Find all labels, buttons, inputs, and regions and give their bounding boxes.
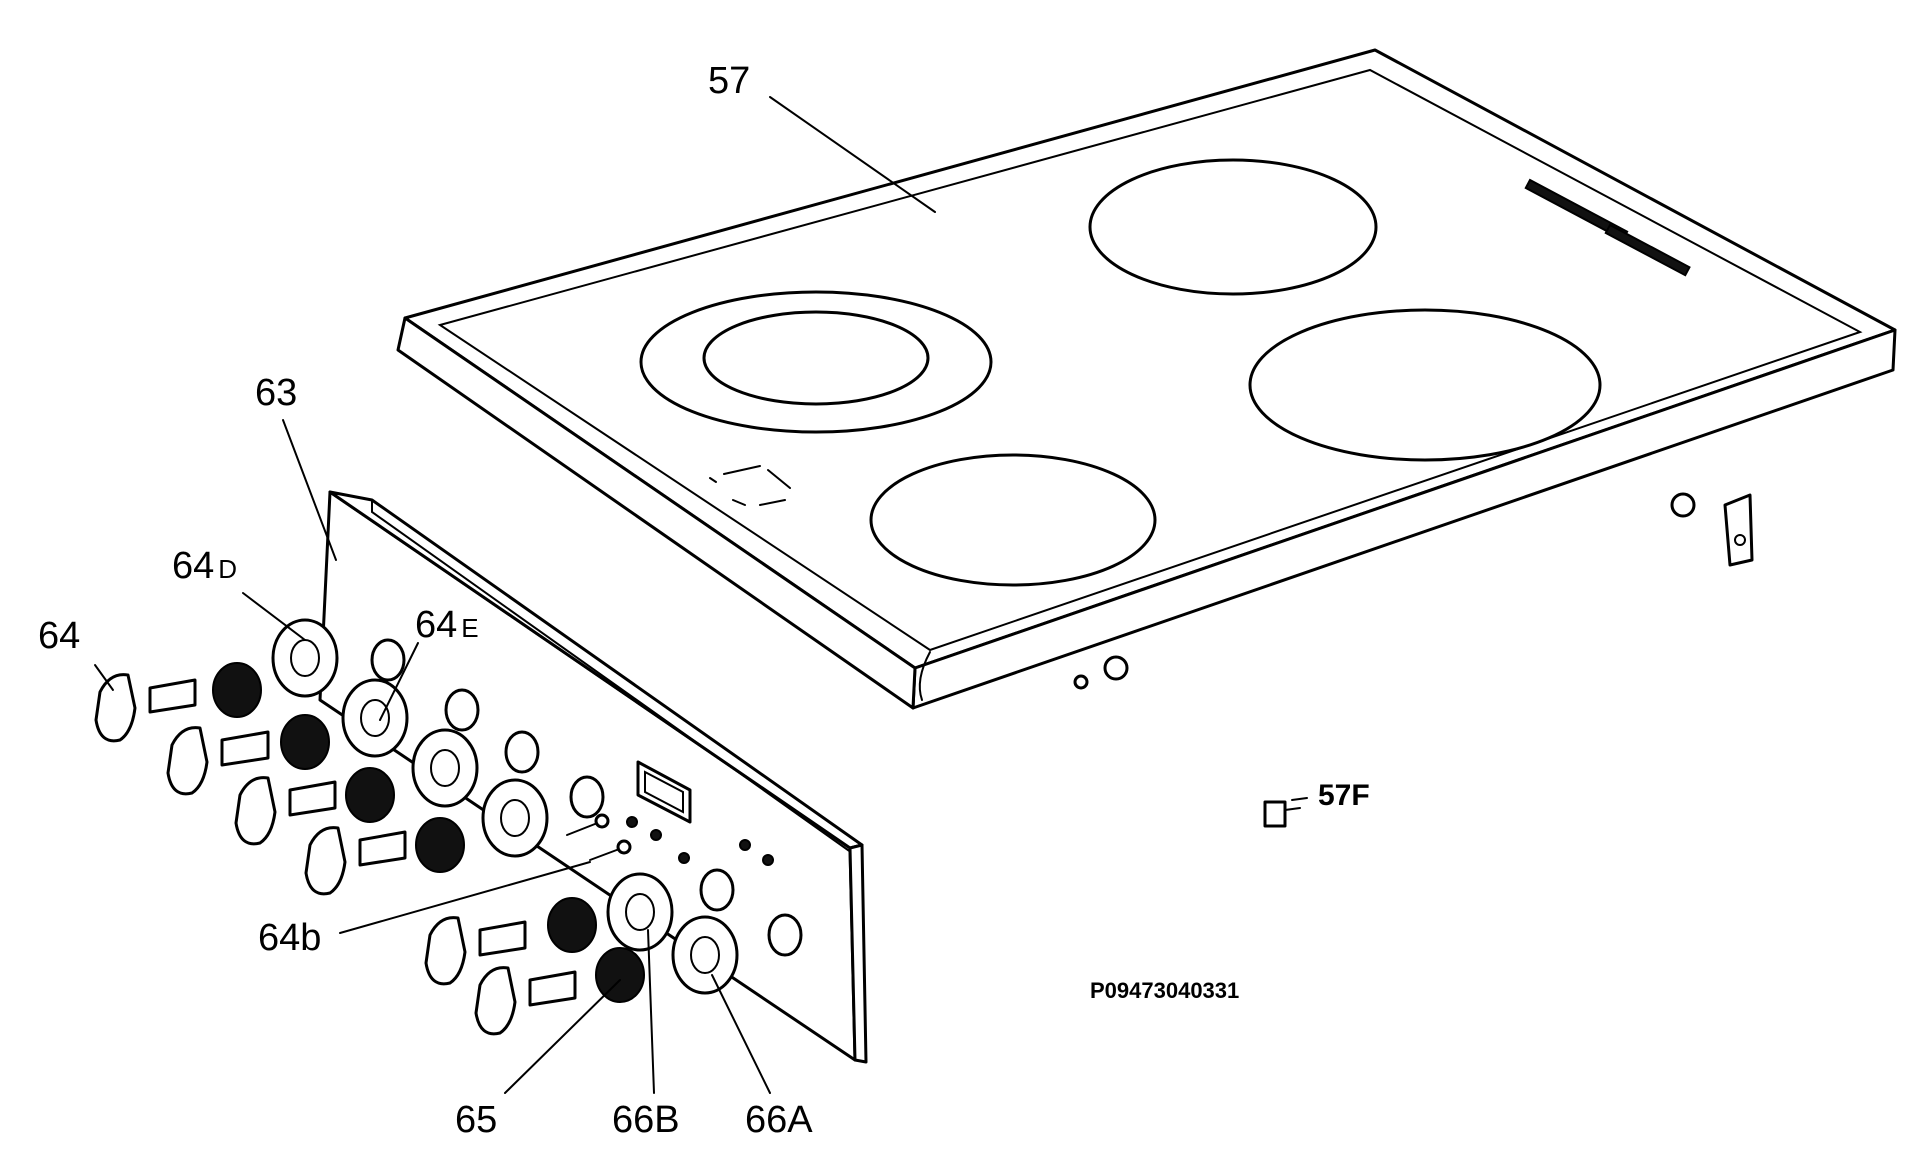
label-64b: 64b: [258, 917, 321, 959]
leader-64e: [379, 642, 419, 721]
ceramic-hob-top: [396, 48, 1897, 710]
hob-hole: [1670, 492, 1696, 518]
hob-hole: [1073, 674, 1089, 690]
knob: [304, 826, 407, 896]
panel-boss: [504, 730, 540, 774]
panel-boss: [370, 638, 406, 682]
indicator-lamp: [626, 816, 638, 828]
leader-57: [769, 96, 936, 213]
cooking-zone-dual-inner: [702, 310, 930, 406]
bezel: [271, 618, 339, 698]
knob: [424, 916, 527, 986]
cooking-zone-rear-right: [1088, 158, 1378, 296]
clip-57f: [1263, 797, 1308, 828]
indicator-lamp: [762, 854, 774, 866]
label-65: 65: [455, 1099, 497, 1141]
label-66b: 66B: [612, 1099, 680, 1141]
knob: [474, 966, 577, 1036]
leader-64d: [242, 592, 306, 641]
leader-65: [504, 979, 621, 1094]
hob-symbol: [709, 465, 791, 506]
label-63: 63: [255, 372, 297, 414]
panel-boss: [699, 868, 735, 912]
label-64: 64: [38, 615, 80, 657]
knob: [234, 776, 337, 846]
panel-boss: [444, 688, 480, 732]
leader-lines: [94, 96, 936, 1094]
knob-springs: [212, 662, 645, 1003]
knob: [94, 673, 197, 743]
leader-63: [282, 419, 337, 561]
leader-66b: [647, 929, 655, 1094]
knob: [166, 726, 270, 796]
panel-boss: [569, 775, 605, 819]
bezel-b: [606, 872, 674, 952]
panel-screws: [566, 813, 632, 861]
leader-64: [94, 664, 114, 691]
label-57: 57: [708, 60, 750, 102]
drawing-code: P09473040331: [1090, 978, 1239, 1003]
hob-vent: [1604, 223, 1691, 277]
indicator-lamp: [678, 852, 690, 864]
timer-display-window: [636, 760, 692, 824]
label-66a: 66A: [745, 1099, 813, 1141]
hob-hole: [1103, 655, 1129, 681]
indicator-lamp: [739, 839, 751, 851]
bezel: [341, 678, 409, 758]
cooking-zone-front-right: [1248, 308, 1602, 462]
bezel-a: [671, 915, 739, 995]
bezel: [411, 728, 479, 808]
bezel: [481, 778, 549, 858]
indicator-lamp: [650, 829, 662, 841]
panel-boss: [767, 913, 803, 957]
hob-fixing-bracket: [1723, 493, 1754, 567]
control-knobs: [94, 673, 577, 1036]
label-57f: 57F: [1318, 779, 1370, 812]
leader-66a: [711, 974, 771, 1094]
cooking-zone-front-left: [869, 453, 1157, 587]
leader-64b: [339, 861, 591, 934]
